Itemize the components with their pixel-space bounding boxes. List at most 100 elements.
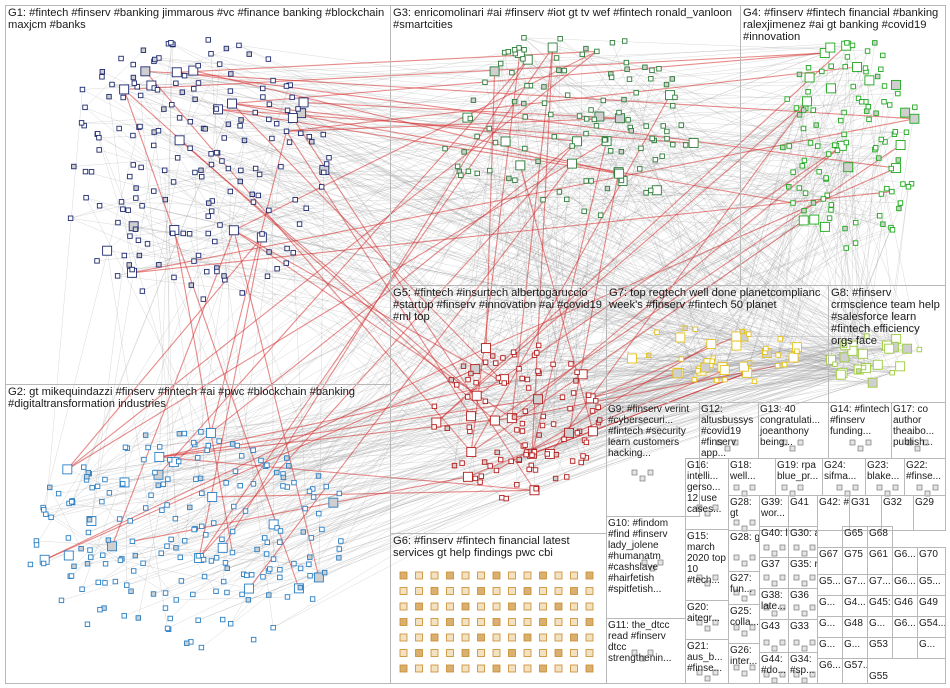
network-node: [763, 604, 770, 611]
network-node: [660, 123, 666, 129]
network-edge: [129, 235, 679, 374]
network-edge: [765, 346, 894, 349]
network-edge: [164, 170, 794, 358]
network-node: [544, 451, 550, 457]
network-edge: [45, 89, 83, 515]
network-node: [539, 587, 547, 595]
network-edge: [219, 400, 596, 442]
group-label-g4a: G6...: [819, 660, 841, 671]
network-edge: [88, 198, 824, 533]
network-edge: [542, 150, 611, 200]
network-edge: [213, 134, 895, 524]
network-edge: [211, 64, 220, 165]
network-node: [522, 442, 528, 448]
strong-network-edge: [123, 89, 300, 589]
network-node: [819, 221, 830, 232]
network-node: [585, 649, 594, 657]
group-panel-g67: G65: [842, 526, 868, 548]
network-edge: [71, 67, 646, 577]
network-edge: [713, 352, 767, 359]
group-panel-g55: G54...: [917, 616, 946, 638]
network-edge: [886, 186, 909, 346]
network-node: [192, 169, 198, 176]
group-label-g49: G46: [894, 597, 913, 608]
network-node: [399, 571, 408, 580]
network-node: [509, 69, 515, 76]
network-node: [682, 325, 688, 331]
network-node: [266, 592, 272, 598]
network-edge: [681, 125, 767, 354]
network-edge: [680, 337, 846, 346]
network-node: [162, 196, 169, 203]
group-label-g9: G9: #finserv verint #cybersecuri... #fin…: [608, 404, 692, 459]
network-node: [446, 587, 454, 595]
strong-network-edge: [158, 59, 529, 476]
network-node: [470, 364, 481, 375]
network-node: [291, 560, 297, 567]
network-node: [467, 115, 473, 122]
network-node: [799, 163, 806, 169]
network-node: [164, 625, 171, 632]
network-node: [852, 62, 862, 72]
network-node: [842, 63, 848, 70]
network-edge: [836, 145, 888, 346]
network-node: [489, 66, 500, 77]
network-node: [284, 245, 290, 252]
group-panel-g36: G35: refi...: [788, 557, 818, 589]
network-node: [916, 346, 923, 353]
group-label-g55: G54...: [919, 618, 946, 629]
network-node: [857, 445, 864, 452]
network-node: [141, 456, 147, 463]
group-panel-g30: G29: [913, 495, 946, 531]
network-node: [173, 80, 179, 86]
network-node: [85, 529, 92, 536]
network-node: [286, 139, 293, 145]
network-edge: [82, 42, 847, 90]
network-edge: [232, 78, 673, 532]
network-node: [508, 458, 514, 465]
network-node: [220, 578, 227, 585]
group-panel-g7a: G6...: [892, 547, 918, 575]
network-node: [867, 377, 878, 388]
strong-network-edge: [286, 66, 858, 132]
network-edge: [133, 452, 498, 572]
network-node: [292, 197, 298, 203]
network-edge: [311, 348, 766, 539]
network-node: [492, 571, 501, 580]
network-node: [585, 602, 594, 611]
strong-network-edge: [531, 372, 748, 455]
network-edge: [166, 42, 172, 506]
network-node: [201, 573, 208, 580]
network-node: [704, 510, 711, 517]
network-edge: [485, 348, 890, 402]
group-label-g44: G43: [761, 621, 780, 632]
network-node: [255, 192, 262, 199]
network-node: [524, 376, 531, 383]
network-edge: [523, 37, 632, 131]
group-panel-g45: G44: #do...: [759, 652, 789, 684]
network-node: [214, 268, 220, 275]
network-node: [477, 602, 485, 611]
network-node: [793, 574, 800, 581]
network-node: [794, 348, 800, 354]
network-node: [494, 449, 500, 456]
network-node: [781, 439, 788, 446]
network-edge: [662, 128, 804, 157]
network-node: [696, 619, 703, 626]
network-node: [779, 639, 786, 646]
group-label-g4: G4: #finserv #fintech financial #banking…: [743, 7, 942, 43]
network-node: [554, 633, 563, 642]
network-node: [523, 664, 532, 673]
network-node: [461, 587, 470, 595]
network-node: [102, 476, 108, 483]
network-node: [198, 429, 204, 435]
network-node: [168, 39, 174, 46]
network-node: [82, 168, 89, 175]
network-edge: [780, 134, 845, 339]
network-edge: [830, 56, 848, 360]
network-node: [552, 475, 559, 482]
network-node: [191, 86, 197, 92]
network-node: [922, 439, 929, 446]
network-node: [177, 554, 184, 561]
network-edge: [630, 127, 798, 352]
